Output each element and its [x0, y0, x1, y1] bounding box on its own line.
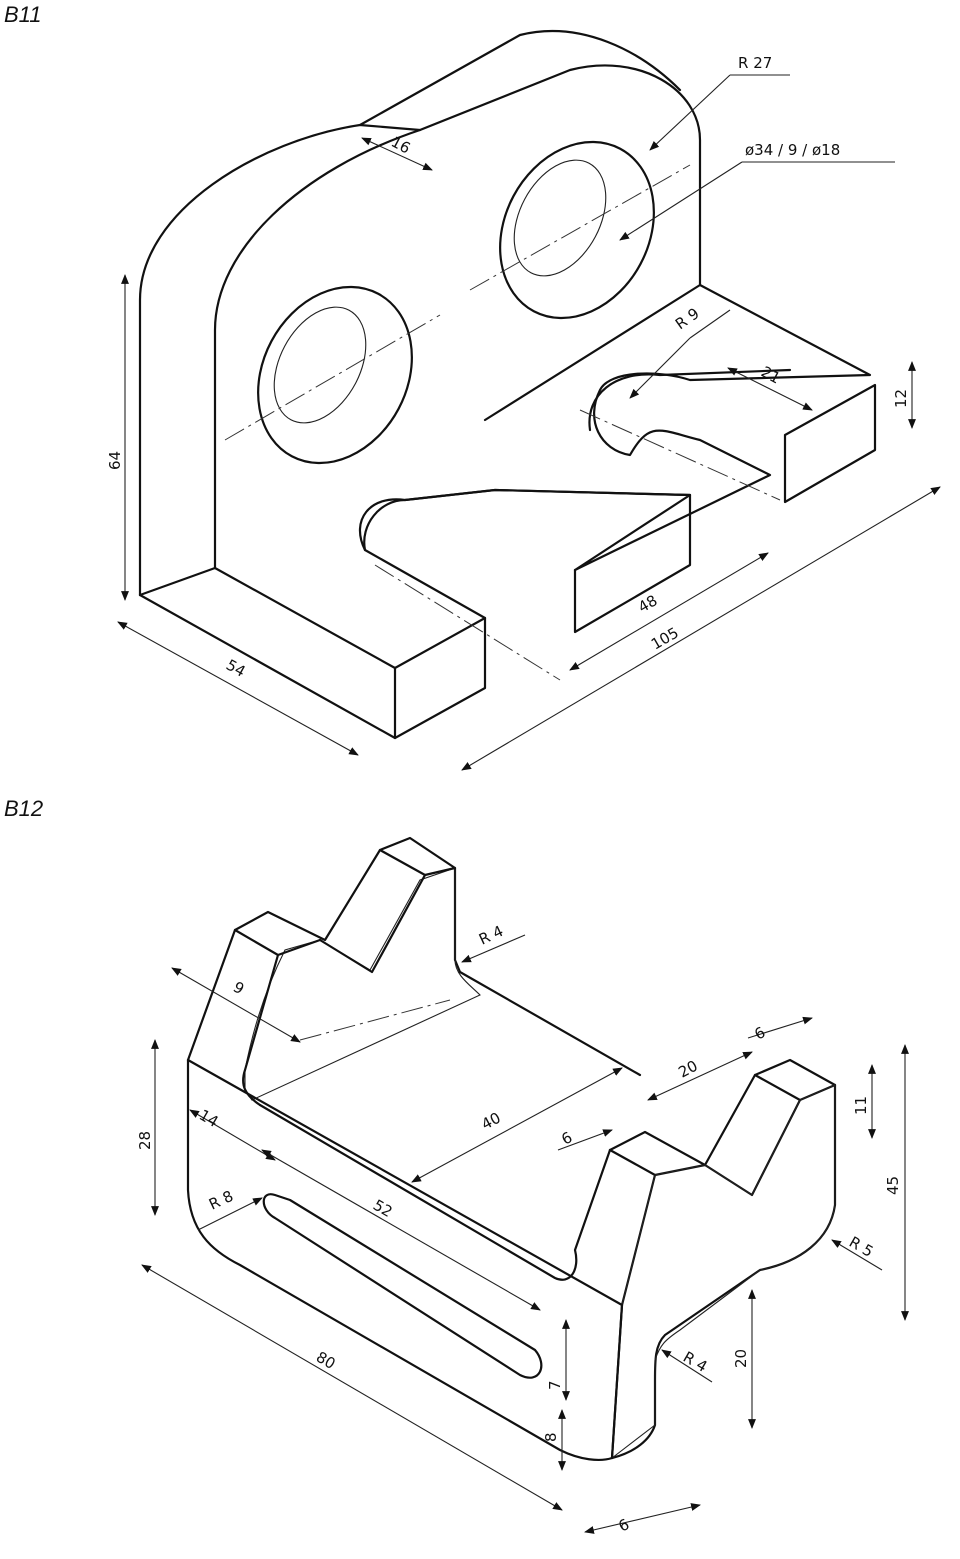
dim-b12-foot-height: 20 [732, 1349, 750, 1368]
b11-hole-left [257, 285, 413, 465]
b11-upright-back [138, 30, 682, 597]
figure-label-b12: B12 [4, 796, 44, 821]
dim-b11-height: 64 [106, 451, 124, 470]
dim-b11-thickness: 16 [388, 133, 413, 158]
b12-left-wall-face [244, 867, 481, 1101]
b12-slot [262, 1193, 543, 1379]
dim-b12-total-height: 45 [884, 1176, 902, 1195]
dim-b12-v-top: 6 [751, 1023, 768, 1043]
b12-right-wall-side [611, 1084, 836, 1460]
dim-b12-foot-width: 6 [615, 1515, 632, 1535]
dim-b11-depth: 54 [223, 656, 248, 681]
dim-b11-slot-width: 21 [758, 363, 783, 388]
dim-b11-length: 105 [648, 624, 682, 654]
dim-b12-length: 80 [313, 1348, 339, 1373]
b12-right-wall [608, 1058, 837, 1460]
b11-mid-block [573, 493, 692, 634]
dim-b12-slot-length: 52 [370, 1196, 396, 1221]
b12-left-wall [186, 836, 642, 1077]
figure-b11: 64 54 105 48 21 12 16 R 27 ø34 / 9 / ø18… [106, 30, 941, 771]
dim-b12-edge-offset: 14 [196, 1106, 222, 1131]
dim-b12-slot-width: 7 [546, 1380, 564, 1390]
dim-b12-v-depth: 11 [852, 1096, 870, 1115]
b11-base-top [213, 283, 872, 670]
dim-b12-v-left: 6 [558, 1128, 575, 1148]
dim-b11-radius-top: R 27 [738, 54, 772, 72]
dim-b12-fillet-slot: R 8 [206, 1187, 236, 1214]
b11-hole-right [499, 140, 655, 320]
dim-b12-wall: 9 [230, 978, 247, 998]
b11-right-block [783, 383, 877, 504]
dim-b12-fillet-foot: R 4 [680, 1348, 710, 1376]
dim-b12-height-left: 28 [136, 1131, 154, 1150]
figure-b12: 28 9 R 4 40 20 6 6 11 45 14 52 R 8 R 5 8… [136, 836, 909, 1536]
dim-b11-holes: ø34 / 9 / ø18 [745, 141, 840, 159]
dim-b12-fillet-corner: R 5 [846, 1233, 876, 1261]
dim-b11-slot-radius: R 9 [672, 304, 703, 333]
dim-b11-base-height: 12 [892, 389, 910, 408]
dim-b12-slot-bottom: 8 [542, 1432, 560, 1442]
b11-base-front [393, 616, 487, 740]
figure-label-b11: B11 [4, 2, 42, 27]
dim-b12-inner-width: 40 [478, 1109, 503, 1134]
b12-front-face [186, 1058, 624, 1461]
